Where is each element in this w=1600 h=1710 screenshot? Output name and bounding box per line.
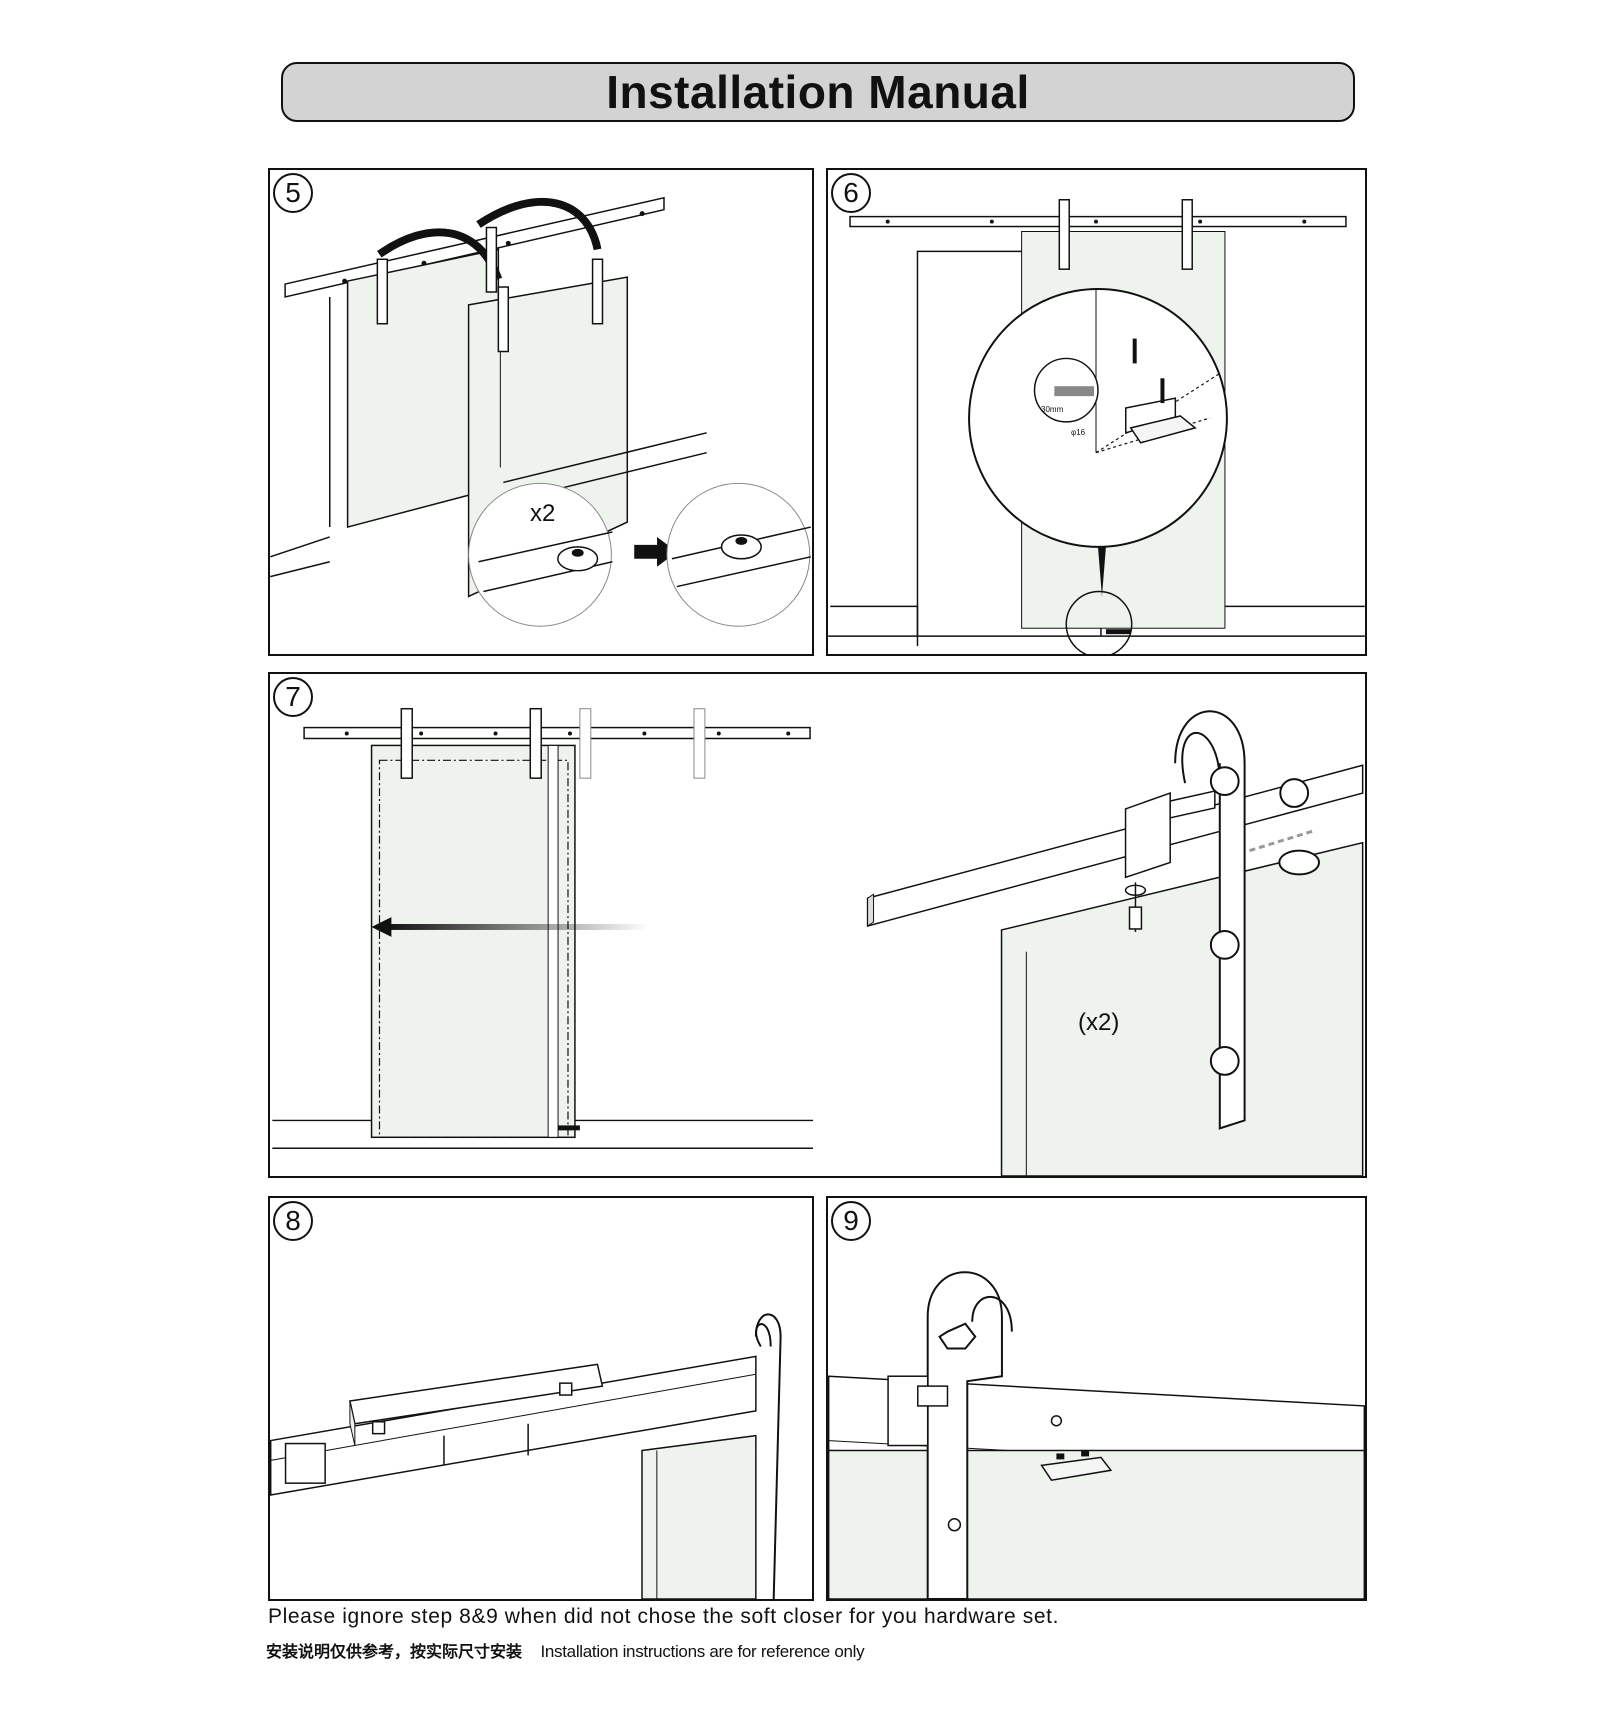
step-7-number: 7 [273,677,313,717]
step-5-quantity-label: x2 [530,500,556,527]
disclaimer-english: Installation instructions are for refere… [540,1642,865,1661]
step-6-illustration [828,199,1365,654]
step-9-panel: 9 [826,1196,1367,1601]
step-6-measure-label: 30mm [1041,405,1064,414]
step-8-illustration [270,1313,782,1599]
step-5-panel: 5 x2 [268,168,814,656]
step-6-panel: 6 30mm φ16 [826,168,1367,656]
disclaimer-chinese: 安装说明仅供参考，按实际尺寸安装 [266,1644,523,1661]
reference-disclaimer: 安装说明仅供参考，按实际尺寸安装 Installation instructio… [266,1638,865,1662]
step-8-number: 8 [273,1201,313,1241]
step-6-number: 6 [831,173,871,213]
step-5-number: 5 [273,173,313,213]
step-7-quantity-label: (x2) [1078,1009,1120,1036]
step-7-illustration [272,707,1364,1176]
title-banner: Installation Manual [281,62,1355,122]
step-9-illustration [828,1271,1365,1599]
page-title: Installation Manual [606,66,1030,118]
step-7-panel: 7 (x2) [268,672,1367,1178]
step-8-panel: 8 [268,1196,814,1601]
soft-closer-note: Please ignore step 8&9 when did not chos… [268,1605,1060,1628]
step-9-number: 9 [831,1201,871,1241]
step-6-drill-label: φ16 [1071,428,1086,437]
step-5-illustration [270,196,811,627]
